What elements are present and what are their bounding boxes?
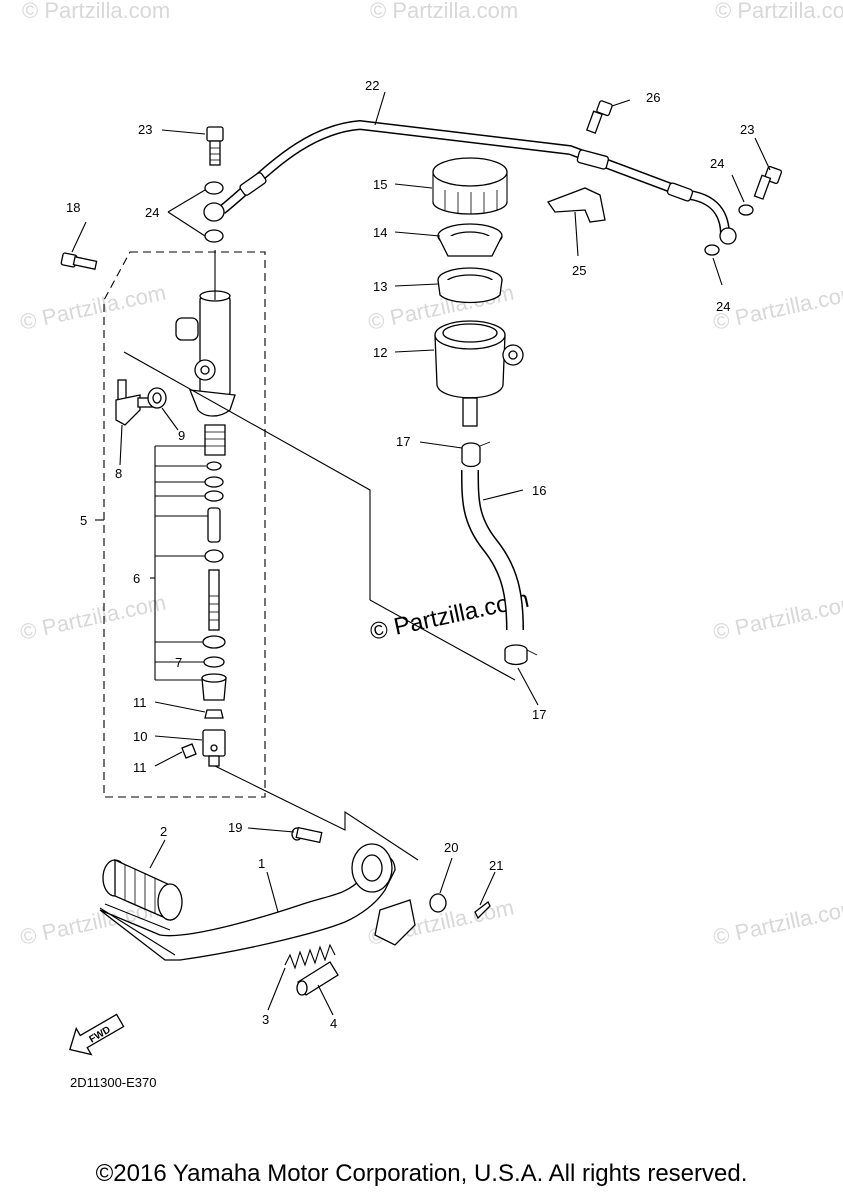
part-label-4: 4 <box>330 1016 337 1031</box>
part-label-3: 3 <box>262 1012 269 1027</box>
part-label-24: 24 <box>710 156 724 171</box>
part-label-15: 15 <box>373 177 387 192</box>
o-ring <box>147 387 167 409</box>
diaphragm-holder <box>437 267 503 304</box>
part-labels: 1 2 3 4 5 6 7 8 9 10 11 11 12 13 14 15 1… <box>66 78 754 1031</box>
part-label-23: 23 <box>138 122 152 137</box>
boot <box>201 673 227 701</box>
washer <box>704 244 720 256</box>
copyright-notice: ©2016 Yamaha Motor Corporation, U.S.A. A… <box>95 1160 748 1187</box>
part-label-14: 14 <box>373 225 387 240</box>
hose-joint <box>115 379 153 426</box>
part-label-21: 21 <box>489 858 503 873</box>
reservoir-hose <box>461 469 524 631</box>
fwd-label: FWD <box>87 1025 112 1046</box>
part-label-10: 10 <box>133 729 147 744</box>
collar <box>296 961 339 996</box>
circlip <box>203 656 225 668</box>
part-label-19: 19 <box>228 820 242 835</box>
part-label-11: 11 <box>133 695 147 710</box>
part-label-18: 18 <box>66 200 80 215</box>
bolt-18 <box>60 252 98 270</box>
part-label-9: 9 <box>178 428 185 443</box>
part-label-5: 5 <box>80 513 87 528</box>
part-label-8: 8 <box>115 466 122 481</box>
return-spring <box>284 943 336 970</box>
banjo-fitting <box>203 202 225 222</box>
pin <box>291 826 323 844</box>
hose-clamp-upper <box>461 441 491 468</box>
hose-holder <box>546 187 606 223</box>
washer <box>429 893 447 913</box>
master-cylinder-body <box>175 250 236 417</box>
watermark-group: © Partzilla.com © Partzilla.com © Partzi… <box>18 0 843 950</box>
diaphragm <box>437 223 503 257</box>
washer <box>204 229 224 243</box>
part-label-11: 11 <box>133 760 147 775</box>
hose-clamp-lower <box>504 644 538 666</box>
part-label-20: 20 <box>444 840 458 855</box>
bolt-26 <box>585 100 613 134</box>
catalog-code: 2D11300-E370 <box>70 1075 157 1090</box>
watermark: © Partzilla.com <box>18 590 168 645</box>
watermark: © Partzilla.com <box>370 0 518 23</box>
watermark: © Partzilla.com <box>715 0 843 23</box>
part-label-24: 24 <box>145 205 159 220</box>
cotter-pin <box>474 901 491 920</box>
watermark: © Partzilla.com <box>18 280 168 335</box>
pedal-rubber <box>102 858 183 921</box>
watermark: © Partzilla.com <box>711 590 843 645</box>
part-label-2: 2 <box>160 824 167 839</box>
washer <box>738 204 754 216</box>
assembly-boundary <box>103 251 266 798</box>
push-rod-joint <box>202 729 226 767</box>
parts-diagram: © Partzilla.com © Partzilla.com © Partzi… <box>18 0 843 1056</box>
watermark: © Partzilla.com <box>711 280 843 335</box>
part-label-23: 23 <box>740 122 754 137</box>
part-label-26: 26 <box>646 90 660 105</box>
part-label-7: 7 <box>175 655 182 670</box>
part-label-1: 1 <box>258 856 265 871</box>
washer <box>204 181 224 195</box>
part-label-16: 16 <box>532 483 546 498</box>
part-label-12: 12 <box>373 345 387 360</box>
brake-pedal <box>99 843 416 961</box>
banjo-bolt-upper <box>206 126 224 166</box>
watermark: © Partzilla.com <box>711 895 843 950</box>
nut <box>181 743 197 759</box>
part-label-17: 17 <box>532 707 546 722</box>
leader-lines <box>71 91 771 1016</box>
part-label-13: 13 <box>373 279 387 294</box>
part-label-24: 24 <box>716 299 730 314</box>
part-label-17: 17 <box>396 434 410 449</box>
brake-hose <box>218 119 737 245</box>
part-label-25: 25 <box>572 263 586 278</box>
banjo-bolt-lower <box>753 165 783 200</box>
reservoir-tank <box>434 320 524 427</box>
cylinder-kit <box>202 424 226 649</box>
part-label-6: 6 <box>133 571 140 586</box>
watermark: © Partzilla.com <box>22 0 170 23</box>
part-label-22: 22 <box>365 78 379 93</box>
reservoir-cap <box>432 157 508 215</box>
fwd-arrow-icon: FWD <box>69 1013 125 1056</box>
nut <box>204 709 224 719</box>
